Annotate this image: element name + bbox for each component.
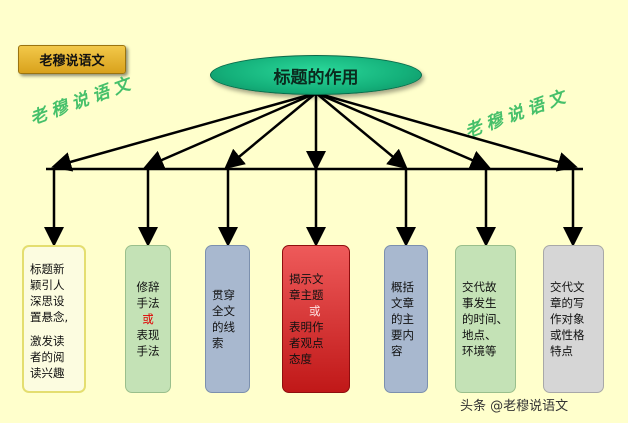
box2-line: 表现 [136,328,160,342]
fan-arrow-2 [143,91,317,170]
box3-line: 全文 [212,304,235,318]
box4-line: 态度 [289,352,312,366]
box7-line: 作对象 [550,312,585,326]
box4-or: 或 [309,304,321,318]
function-box-2: 修辞 手法 或 表现 手法 [125,245,171,393]
box1-line: 颖引人 [30,278,65,292]
box5-line: 容 [391,344,403,358]
box7-line: 交代文 [550,280,585,294]
box1-line: 标题新 [30,262,65,276]
box5-line: 要内 [391,328,414,342]
box3-line: 贯穿 [212,288,235,302]
footer-credit: 头条 @老穆说语文 [460,399,569,414]
box1-gap [30,325,78,333]
box4-line: 章主题 [289,288,324,302]
fan-arrow-3 [224,92,317,170]
function-box-4: 揭示文 章主题 或 表明作 者观点 态度 [282,245,350,393]
fan-arrow-7 [315,91,578,172]
box7-line: 特点 [550,344,573,358]
box4-line: 揭示文 [289,272,324,286]
function-box-5: 概括 文章 的主 要内 容 [384,245,428,393]
function-box-7: 交代文 章的写 作对象 或性格 特点 [543,245,604,393]
box4-line: 表明作 [289,320,324,334]
box5-line: 概括 [391,280,414,294]
box1-line: 置悬念, [30,310,69,324]
root-node: 标题的作用 [210,55,422,95]
fan-arrow-5 [315,92,408,170]
function-box-1: 标题新 颖引人 深思设 置悬念, 激发读 者的阅 读兴趣 [22,245,86,393]
box1-line: 深思设 [30,294,65,308]
box2-line: 手法 [136,296,160,310]
box6-line: 地点、 [462,328,497,342]
fan-arrow-6 [315,91,491,170]
box5-line: 的主 [391,312,414,326]
box7-line: 或性格 [550,328,585,342]
box2-line: 手法 [136,344,160,358]
box6-line: 事发生 [462,296,497,310]
box1-line: 激发读 [30,334,65,348]
author-badge: 老穆说语文 [18,45,126,74]
box7-line: 章的写 [550,296,585,310]
box4-line: 者观点 [289,336,324,350]
box5-line: 文章 [391,296,414,310]
box1-line: 读兴趣 [30,366,65,380]
box2-line: 修辞 [136,280,160,294]
box3-line: 索 [212,336,224,350]
function-box-6: 交代故 事发生 的时间、 地点、 环境等 [455,245,516,393]
box3-line: 的线 [212,320,235,334]
function-box-3: 贯穿 全文 的线 索 [205,245,250,393]
box6-line: 交代故 [462,280,497,294]
box6-line: 的时间、 [462,312,508,326]
box2-or: 或 [142,312,154,326]
box1-line: 者的阅 [30,350,65,364]
fan-arrow-1 [51,91,317,172]
box6-line: 环境等 [462,344,497,358]
